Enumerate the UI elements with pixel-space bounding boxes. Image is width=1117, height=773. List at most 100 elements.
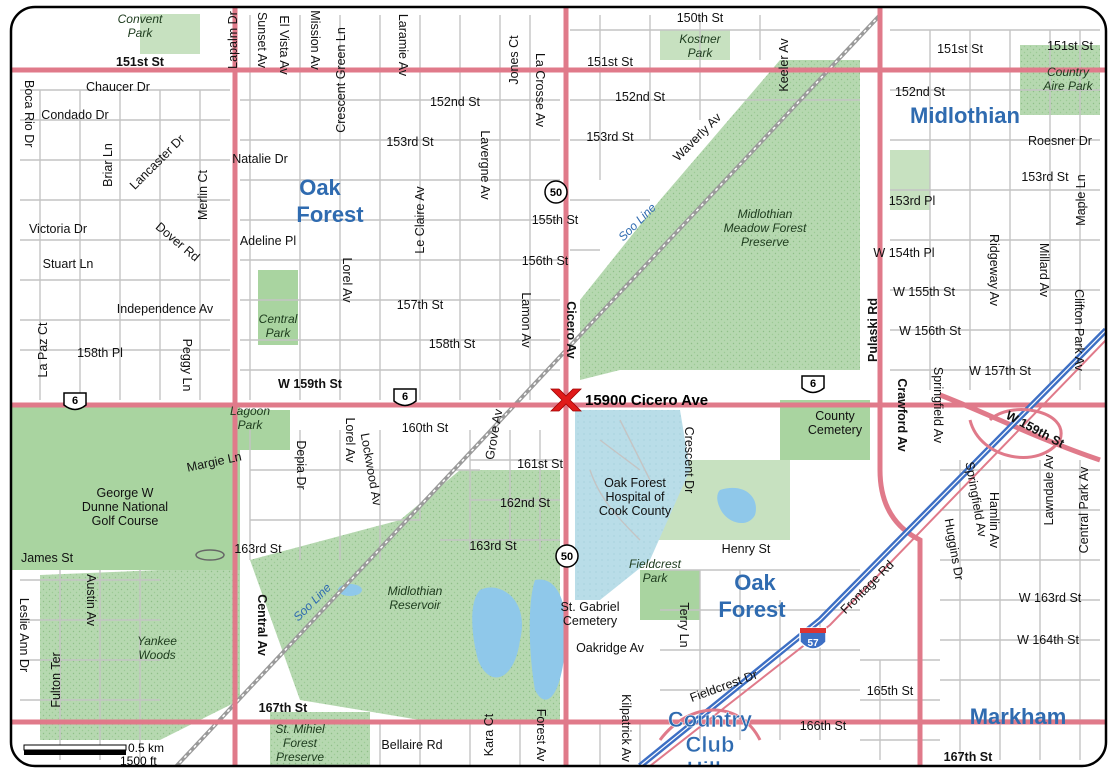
route-50-shield-south: 50 xyxy=(555,544,579,568)
street-labels: 150th St 151st St 151st St 151st St 151s… xyxy=(21,11,1094,764)
street-label: Pulaski Rd xyxy=(866,298,880,362)
park-label: Aire Park xyxy=(1042,79,1093,93)
street-label: Depia Dr xyxy=(294,440,308,489)
street-label: Boca Rio Dr xyxy=(22,80,36,147)
svg-text:6: 6 xyxy=(402,391,408,403)
scale-bar: 0.5 km 1500 ft xyxy=(23,741,164,768)
park-label: Meadow Forest xyxy=(724,221,807,235)
hospital-grounds xyxy=(575,410,690,600)
street-label: Central Park Av xyxy=(1077,466,1091,553)
street-label: Peggy Ln xyxy=(180,339,194,392)
place-label: Hospital of xyxy=(605,490,665,504)
park-label: Park xyxy=(688,46,714,60)
street-label: Lapalm Dr xyxy=(226,11,240,69)
street-label: 151st St xyxy=(587,55,633,69)
street-label: 161st St xyxy=(517,457,563,471)
park-label: Park xyxy=(643,571,669,585)
place-label: George W xyxy=(97,486,154,500)
street-label: Lamon Av xyxy=(519,292,533,348)
interstate-57-shield: 57 xyxy=(799,627,827,650)
street-label: 166th St xyxy=(800,719,847,733)
street-label: W 156th St xyxy=(899,324,961,338)
park-label: Preserve xyxy=(276,750,324,764)
street-label: 151st St xyxy=(937,42,983,56)
place-label: St. Gabriel xyxy=(560,600,619,614)
city-label-oak-forest: Oak xyxy=(734,570,776,595)
street-label: 153rd St xyxy=(586,130,634,144)
park-label: Preserve xyxy=(741,235,789,249)
marker-label: 15900 Cicero Ave xyxy=(585,392,708,409)
city-label-markham: Markham xyxy=(970,704,1067,729)
svg-text:50: 50 xyxy=(561,551,573,563)
street-label: Laramie Av xyxy=(396,14,410,77)
street-label: 153rd St xyxy=(1021,170,1069,184)
street-label: Roesner Dr xyxy=(1028,134,1092,148)
street-label: 156th St xyxy=(522,254,569,268)
park-label: Midlothian xyxy=(388,584,443,598)
street-label: La Paz Ct xyxy=(36,322,50,377)
svg-text:6: 6 xyxy=(810,378,816,390)
street-label: Keeler Av xyxy=(777,38,791,92)
street-label: W 164th St xyxy=(1017,633,1079,647)
place-label: Cemetery xyxy=(563,614,618,628)
park-label: Fieldcrest xyxy=(629,557,682,571)
street-label: Bellaire Rd xyxy=(381,738,442,752)
street-label: Ridgeway Av xyxy=(987,234,1001,307)
street-label: W 163rd St xyxy=(1019,591,1082,605)
street-label: Adeline Pl xyxy=(240,234,296,248)
street-label: 152nd St xyxy=(430,95,481,109)
street-label: Stuart Ln xyxy=(43,257,94,271)
scale-ft-label: 1500 ft xyxy=(120,754,157,768)
svg-text:6: 6 xyxy=(72,395,78,407)
city-label-country-club-hills: Country xyxy=(668,707,753,732)
location-marker[interactable]: 15900 Cicero Ave xyxy=(550,388,708,412)
street-label: 158th Pl xyxy=(77,346,123,360)
street-label: Crawford Av xyxy=(895,378,909,451)
street-label: La Crosse Av xyxy=(533,53,547,128)
park-label: Convent xyxy=(118,12,163,26)
railroad xyxy=(168,13,882,766)
street-label: 165th St xyxy=(867,684,914,698)
city-label-midlothian: Midlothian xyxy=(910,103,1020,128)
minor-roads xyxy=(20,15,1100,766)
street-label: Independence Av xyxy=(117,302,214,316)
street-label: Forest Av xyxy=(534,709,548,762)
street-label: Clifton Park Av xyxy=(1072,289,1086,372)
city-label-country-club-hills: Hills xyxy=(687,757,733,773)
street-label: 153rd St xyxy=(386,135,434,149)
us-6-shield-center: 6 xyxy=(393,388,417,407)
park-labels: Convent Park Kostner Park Country Aire P… xyxy=(118,12,1094,764)
street-label: 163rd St xyxy=(469,539,517,553)
street-label: Oakridge Av xyxy=(576,641,645,655)
street-label: 167th St xyxy=(259,701,308,715)
street-label: Merlin Ct xyxy=(196,169,210,220)
park-label: Country xyxy=(1047,65,1090,79)
place-label: Golf Course xyxy=(92,514,159,528)
street-label: Le Claire Av xyxy=(413,186,427,254)
street-label: Kilpatrick Av xyxy=(619,694,633,763)
scale-km-label: 0.5 km xyxy=(128,741,164,755)
park-label: Park xyxy=(128,26,154,40)
park-label: Lagoon xyxy=(230,404,270,418)
street-label: 160th St xyxy=(402,421,449,435)
street-label: El Vista Av xyxy=(277,15,291,75)
street-label: W 157th St xyxy=(969,364,1031,378)
map-border xyxy=(9,5,1108,768)
street-label: Springfield Av xyxy=(931,367,945,444)
street-label: 155th St xyxy=(532,213,579,227)
interstate-57 xyxy=(638,327,1106,766)
street-label: James St xyxy=(21,551,74,565)
street-label: Leslie Ann Dr xyxy=(17,598,31,672)
us-6-shield-east: 6 xyxy=(801,375,825,394)
city-label-country-club-hills: Club xyxy=(686,732,735,757)
street-label: W 154th Pl xyxy=(873,246,934,260)
park-label: St. Mihiel xyxy=(275,722,325,736)
street-label: Jones Ct xyxy=(507,35,521,85)
street-label: Crescent Green Ln xyxy=(334,27,348,133)
street-label: W 159th St xyxy=(278,377,343,391)
place-label: Dunne National xyxy=(82,500,168,514)
svg-text:57: 57 xyxy=(807,638,819,649)
x-marker-icon[interactable] xyxy=(550,388,582,412)
street-label: Lavergne Av xyxy=(478,130,492,200)
